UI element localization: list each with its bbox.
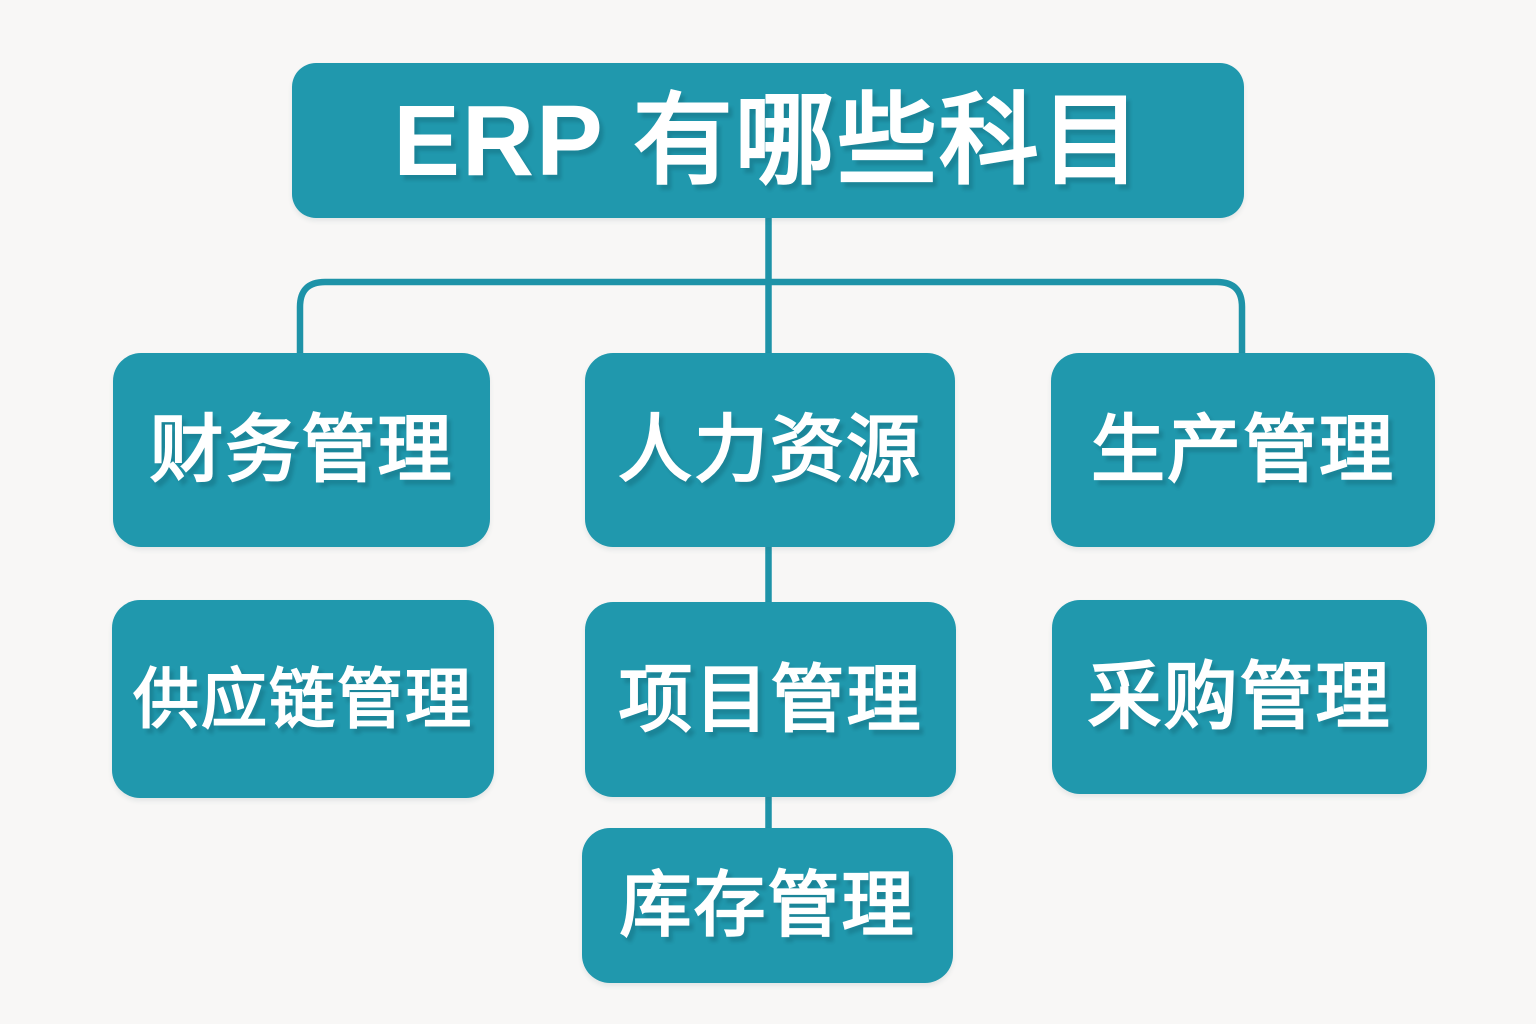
node-inventory-management: 库存管理 — [582, 828, 953, 983]
title-label: ERP 有哪些科目 — [393, 84, 1143, 197]
connector-bracket — [296, 278, 1246, 353]
node-supply-chain-management: 供应链管理 — [112, 600, 494, 798]
node-procurement-management: 采购管理 — [1052, 600, 1427, 794]
node-project-management: 项目管理 — [585, 602, 956, 797]
node-production-management: 生产管理 — [1051, 353, 1435, 547]
node-financial-management: 财务管理 — [113, 353, 490, 547]
node-label: 项目管理 — [618, 657, 923, 741]
node-label: 采购管理 — [1087, 655, 1392, 738]
node-label: 人力资源 — [618, 408, 922, 491]
node-title: ERP 有哪些科目 — [292, 63, 1244, 218]
node-label: 生产管理 — [1091, 408, 1395, 491]
node-label: 库存管理 — [619, 865, 916, 946]
node-human-resources: 人力资源 — [585, 353, 955, 547]
node-label: 供应链管理 — [133, 662, 473, 736]
node-label: 财务管理 — [149, 408, 454, 491]
